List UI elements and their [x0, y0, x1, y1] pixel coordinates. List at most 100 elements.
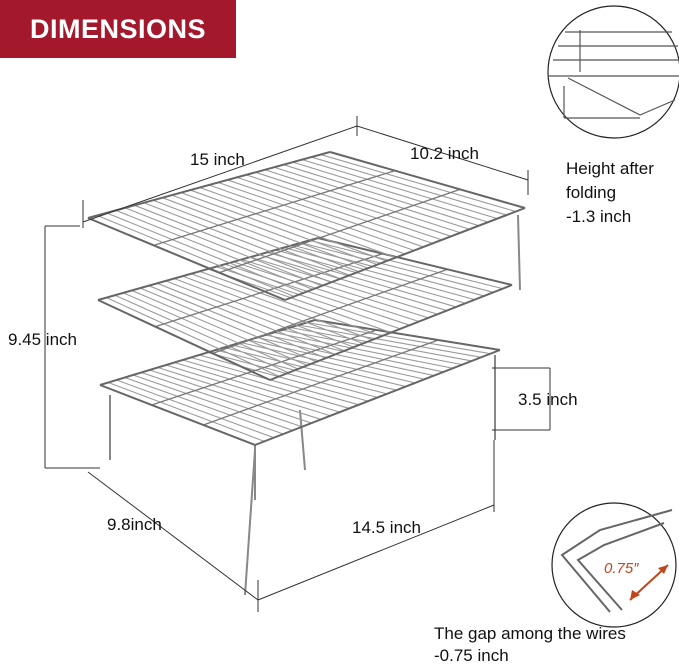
rack-wire	[292, 244, 485, 297]
gap-note-line: -0.75 inch	[434, 646, 509, 665]
rack-wire	[300, 242, 494, 293]
gap-measure-label: 0.75″	[604, 560, 639, 577]
rack-wire	[115, 209, 313, 290]
length-bottom-label: 14.5 inch	[352, 518, 421, 537]
rack-wire	[114, 294, 289, 374]
rack-wire	[108, 381, 265, 442]
rack-wire	[264, 169, 461, 234]
rack-wire	[223, 346, 397, 391]
length-top-label: 15 inch	[190, 150, 245, 169]
total-height-label: 9.45 inch	[8, 330, 77, 349]
rack-wire	[306, 321, 491, 355]
rack-wire	[106, 212, 304, 294]
rack-wire	[116, 379, 275, 439]
rack-wire	[165, 364, 331, 417]
rack-wire	[153, 170, 396, 246]
cooling-racks	[87, 151, 526, 596]
rack-wire	[143, 202, 341, 280]
rack-wire	[215, 349, 388, 395]
rack-wire	[87, 217, 286, 301]
rack-wire	[265, 334, 444, 373]
dimension-lines	[44, 116, 551, 612]
rack-wire	[157, 366, 322, 420]
rack-wire	[248, 339, 425, 380]
rack-wire	[309, 239, 503, 290]
gap-note: The gap among the wires -0.75 inch	[434, 623, 626, 667]
rack-wire	[292, 161, 489, 223]
rack-wire	[124, 376, 284, 435]
rack-wire	[182, 275, 364, 344]
rack-wire	[273, 331, 453, 369]
rack-wire	[151, 329, 377, 406]
rack-wire	[141, 371, 303, 428]
rack-wire	[517, 214, 521, 291]
rack-wire	[165, 280, 345, 352]
rack-wire	[241, 258, 429, 319]
rack-wire	[174, 361, 340, 413]
rack-wire	[149, 369, 312, 424]
wire-gap-detail-circle	[551, 502, 677, 628]
rack-wire	[258, 254, 448, 312]
rack-wire	[99, 319, 316, 386]
rack-wire	[284, 247, 475, 301]
rack-wire	[269, 284, 513, 381]
rack-wire	[207, 351, 378, 399]
rack-wire	[157, 282, 336, 355]
folding-note-line: Height after	[566, 159, 654, 178]
rack-wire	[131, 289, 308, 366]
rack-wire	[283, 164, 480, 227]
rack-wire	[171, 194, 369, 269]
rack-wire	[256, 336, 435, 377]
rack-wire	[162, 197, 360, 273]
rack-wire	[236, 176, 433, 244]
rack-wire	[87, 151, 331, 219]
rack-wire	[97, 299, 271, 381]
rack-wire	[97, 214, 295, 297]
gap-note-line: The gap among the wires	[434, 624, 626, 643]
rack-wire	[208, 184, 406, 255]
folding-note: Height after folding -1.3 inch	[566, 157, 654, 229]
width-bottom-label: 9.8inch	[107, 515, 162, 534]
rack-wire	[284, 207, 526, 301]
rack-wire	[203, 339, 439, 426]
rack-wire	[182, 359, 350, 409]
rack-wire	[190, 356, 359, 406]
rack-wire	[227, 179, 424, 248]
rack-wire	[123, 292, 299, 370]
rack-wire	[329, 151, 526, 209]
rack-wire	[212, 268, 448, 354]
rack-wire	[317, 237, 513, 286]
rack-wire	[106, 297, 280, 377]
dimensions-banner: DIMENSIONS	[0, 0, 236, 58]
rack-wire	[152, 199, 350, 276]
rack-wire	[250, 256, 438, 315]
rack-wire	[224, 263, 410, 326]
folding-note-line: folding	[566, 183, 617, 202]
rack-wire	[218, 181, 415, 251]
rack-wire	[199, 354, 369, 402]
rack-wire	[281, 329, 463, 366]
rack-wire	[132, 374, 293, 431]
rack-wire	[267, 251, 457, 308]
rack-wire	[290, 326, 472, 362]
rack-wire	[219, 188, 461, 274]
rack-wire	[320, 154, 516, 213]
leg-height-label: 3.5 inch	[518, 390, 578, 409]
rack-wire	[233, 261, 420, 323]
folding-detail-circle	[547, 5, 679, 139]
rack-wire	[190, 189, 387, 262]
rack-wire	[140, 287, 317, 363]
rack-wire	[246, 174, 443, 241]
rack-wire	[199, 270, 382, 337]
rack-wire	[125, 207, 323, 287]
rack-wire	[254, 349, 501, 446]
width-top-label: 10.2 inch	[410, 144, 479, 163]
rack-wire	[180, 192, 378, 266]
rack-wire	[301, 159, 498, 220]
rack-wire	[255, 171, 452, 237]
rack-wire	[314, 319, 501, 351]
rack-wire	[199, 187, 396, 259]
rack-wire	[173, 278, 354, 348]
rack-wire	[190, 273, 373, 341]
